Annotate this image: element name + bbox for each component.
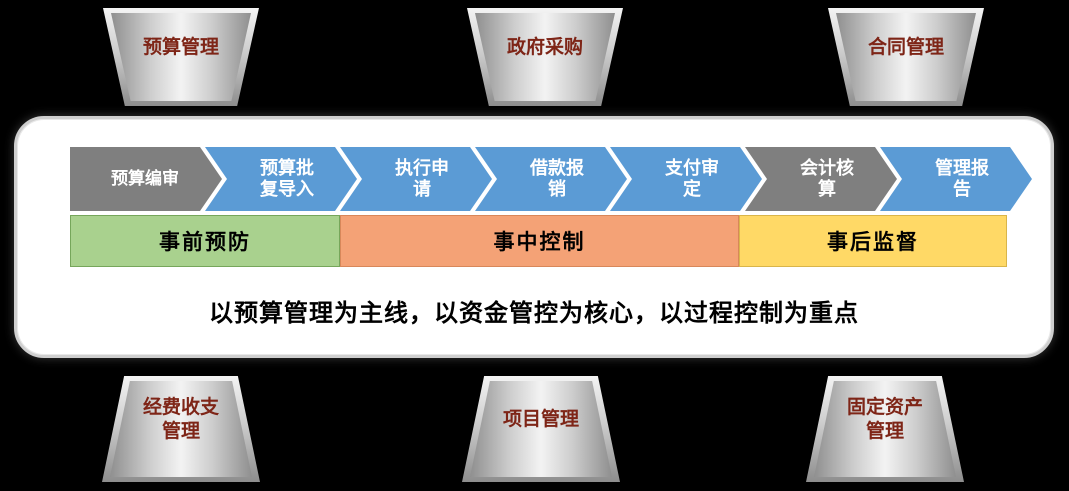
funnel-label-text: 合同管理 — [867, 37, 944, 59]
phase-label: 事前预防 — [159, 230, 251, 254]
step-label: 支付审定 — [665, 158, 719, 199]
slogan-text: 以预算管理为主线，以资金管控为核心，以过程控制为重点 — [209, 301, 859, 327]
step-management-report: 管理报告 — [880, 147, 1032, 211]
step-execution-request: 执行申请 — [340, 147, 492, 211]
funnel-label-text: 预算管理 — [142, 37, 219, 59]
step-label: 会计核算 — [800, 158, 854, 199]
funnel-face — [475, 13, 615, 101]
funnel-label-text: 经费收支管理 — [142, 397, 219, 442]
funnel-face — [814, 381, 956, 477]
funnel-label-text: 政府采购 — [506, 37, 583, 59]
funnel-label: 政府采购 — [467, 8, 623, 106]
funnel-face — [470, 381, 612, 477]
funnel-label-text: 固定资产管理 — [846, 397, 923, 442]
funnel-project-management: 项目管理 — [462, 376, 620, 482]
step-budget-approval-import: 预算批复导入 — [205, 147, 357, 211]
funnel-face — [111, 13, 251, 101]
step-label: 借款报销 — [530, 158, 584, 199]
step-label: 执行申请 — [395, 158, 449, 199]
phase-pre-prevention: 事前预防 — [70, 215, 340, 267]
phase-bars: 事前预防 事中控制 事后监督 — [70, 215, 1007, 267]
funnel-expense-income-management: 经费收支管理 — [102, 376, 260, 482]
phase-label: 事后监督 — [827, 230, 919, 254]
step-label: 预算编审 — [111, 169, 179, 189]
funnel-label: 合同管理 — [828, 8, 984, 106]
phase-post-supervision: 事后监督 — [739, 215, 1007, 267]
phase-in-process-control: 事中控制 — [340, 215, 739, 267]
funnel-label: 经费收支管理 — [102, 376, 260, 482]
funnel-face — [836, 13, 976, 101]
step-budget-review: 预算编审 — [70, 147, 222, 211]
funnel-label: 项目管理 — [462, 376, 620, 482]
process-flow: 预算编审 预算批复导入 执行申请 借款报销 支付审定 会计核算 管理报告 — [70, 147, 1032, 211]
funnel-fixed-assets-management: 固定资产管理 — [806, 376, 964, 482]
step-label: 管理报告 — [935, 158, 989, 199]
funnel-label: 预算管理 — [103, 8, 259, 106]
step-label: 预算批复导入 — [260, 158, 314, 199]
funnel-government-procurement: 政府采购 — [467, 8, 623, 106]
funnel-face — [110, 381, 252, 477]
phase-label: 事中控制 — [493, 230, 586, 254]
funnel-label: 固定资产管理 — [806, 376, 964, 482]
funnel-budget-management: 预算管理 — [103, 8, 259, 106]
funnel-contract-management: 合同管理 — [828, 8, 984, 106]
step-loan-reimbursement: 借款报销 — [475, 147, 627, 211]
step-accounting: 会计核算 — [745, 147, 897, 211]
funnel-label-text: 项目管理 — [502, 409, 579, 431]
main-panel: 预算编审 预算批复导入 执行申请 借款报销 支付审定 会计核算 管理报告 — [14, 116, 1054, 358]
step-payment-approval: 支付审定 — [610, 147, 762, 211]
